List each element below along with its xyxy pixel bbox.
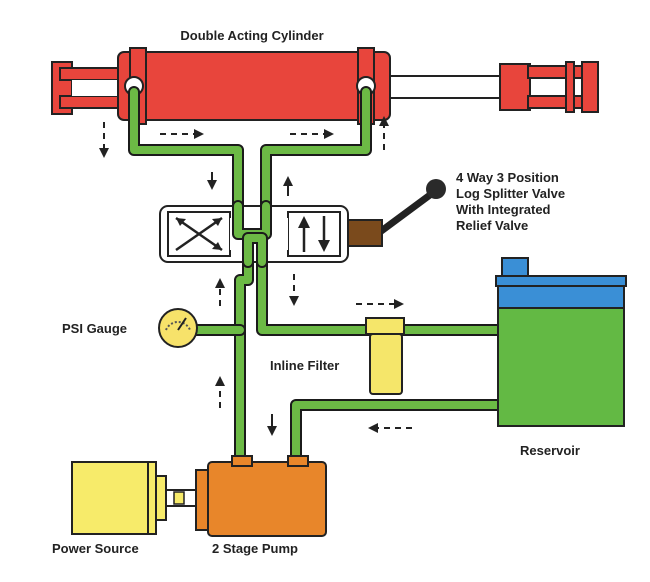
- up-down-arrows-icon: [298, 216, 330, 252]
- pump: [195, 455, 327, 537]
- reservoir: [495, 257, 627, 427]
- valve-label-line-4: Relief Valve: [456, 218, 528, 233]
- reservoir-label: Reservoir: [520, 443, 580, 458]
- inline-filter: [365, 317, 405, 395]
- psi-gauge: [158, 308, 198, 348]
- valve-label-line-3: With Integrated: [456, 202, 551, 217]
- pump-label: 2 Stage Pump: [212, 541, 298, 556]
- cylinder-label: Double Acting Cylinder: [180, 28, 323, 43]
- valve: [159, 179, 446, 268]
- flow-arrow-icon: [99, 116, 412, 436]
- hydraulic-lines: [128, 86, 526, 468]
- gauge-label: PSI Gauge: [62, 321, 127, 336]
- valve-label-line-1: 4 Way 3 Position: [456, 170, 559, 185]
- filter-label: Inline Filter: [270, 358, 339, 373]
- power-source: [71, 461, 197, 535]
- valve-label-line-2: Log Splitter Valve: [456, 186, 565, 201]
- cross-arrows-icon: [175, 216, 223, 252]
- power-source-label: Power Source: [52, 541, 139, 556]
